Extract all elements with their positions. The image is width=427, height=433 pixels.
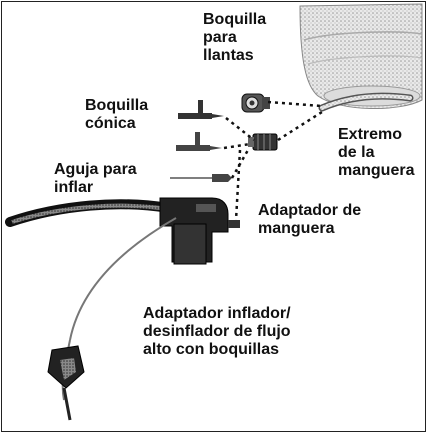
label-hose-adapter-line-1: Adaptador de xyxy=(258,202,362,219)
label-inflation-needle-line-2: inflar xyxy=(54,179,94,196)
inflation-needle-illustration xyxy=(170,174,232,182)
label-hose-end-line-3: manguera xyxy=(338,162,415,179)
label-conical-nozzle-line-2: cónica xyxy=(85,115,136,132)
label-tire-nozzle: Boquilla para llantas xyxy=(203,11,266,65)
label-tire-nozzle-line-3: llantas xyxy=(203,47,254,64)
label-hose-end: Extremo de la manguera xyxy=(338,126,414,180)
label-tire-nozzle-line-2: para xyxy=(203,29,237,46)
label-inflator-adapter: Adaptador inflador/ desinflador de flujo… xyxy=(143,305,291,359)
label-inflator-adapter-line-1: Adaptador inflador/ xyxy=(143,305,291,322)
connector-lines xyxy=(223,100,323,221)
label-inflator-adapter-line-3: alto con boquillas xyxy=(143,341,280,358)
label-inflation-needle: Aguja para inflar xyxy=(54,161,137,197)
ball-illustration xyxy=(299,3,423,110)
conical-nozzle-illustration xyxy=(176,100,224,151)
label-hose-adapter-line-2: manguera xyxy=(258,220,335,237)
label-inflation-needle-line-1: Aguja para xyxy=(54,161,137,178)
label-conical-nozzle: Boquilla cónica xyxy=(85,97,148,133)
label-hose-end-line-2: de la xyxy=(338,144,375,161)
label-inflator-adapter-line-2: desinflador de flujo xyxy=(143,323,291,340)
label-tire-nozzle-line-1: Boquilla xyxy=(203,11,267,28)
label-hose-adapter: Adaptador de manguera xyxy=(258,202,361,238)
label-conical-nozzle-line-1: Boquilla xyxy=(85,97,149,114)
hose-end-illustration xyxy=(318,92,414,112)
label-hose-end-line-1: Extremo xyxy=(338,126,403,143)
hose-adapter-illustration xyxy=(248,133,278,151)
inflator-adapter-illustration xyxy=(5,197,240,421)
tire-nozzle-illustration xyxy=(241,93,270,113)
